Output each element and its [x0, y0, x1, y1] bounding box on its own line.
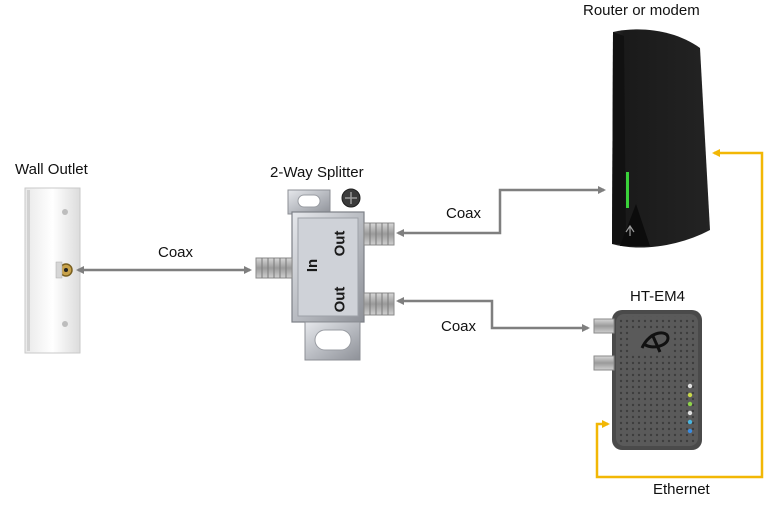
plate-screw-bottom: [62, 321, 68, 327]
splitter-out-bottom-connector: [363, 292, 395, 316]
splitter-out-top-connector: [363, 222, 395, 246]
adapter-coax-port-bottom: [593, 355, 615, 371]
splitter-port-out-bottom-label: Out: [331, 286, 349, 313]
ethernet-label: Ethernet: [653, 481, 710, 498]
ethernet-line-adapter-router: [595, 149, 764, 479]
wall-outlet-image: [24, 187, 81, 354]
splitter-port-out-top-label: Out: [331, 230, 349, 257]
splitter-port-in-label: In: [304, 258, 322, 273]
adapter-label: HT-EM4: [630, 288, 686, 305]
coax-label-splitter-adapter: Coax: [441, 318, 477, 335]
coax-label-outlet-splitter: Coax: [158, 244, 194, 261]
router-image: [612, 29, 710, 248]
adapter-image: [593, 310, 702, 450]
splitter-image: [255, 188, 395, 361]
router-status-led: [626, 172, 629, 208]
coax-label-splitter-router: Coax: [446, 205, 482, 222]
coax-line-splitter-adapter: [396, 297, 590, 332]
splitter-label: 2-Way Splitter: [270, 164, 364, 181]
wall-outlet-label: Wall Outlet: [15, 161, 88, 178]
adapter-coax-port-top: [593, 318, 615, 334]
coax-line-splitter-router: [396, 186, 606, 237]
router-label: Router or modem: [583, 2, 700, 19]
plate-screw-top: [62, 209, 68, 215]
